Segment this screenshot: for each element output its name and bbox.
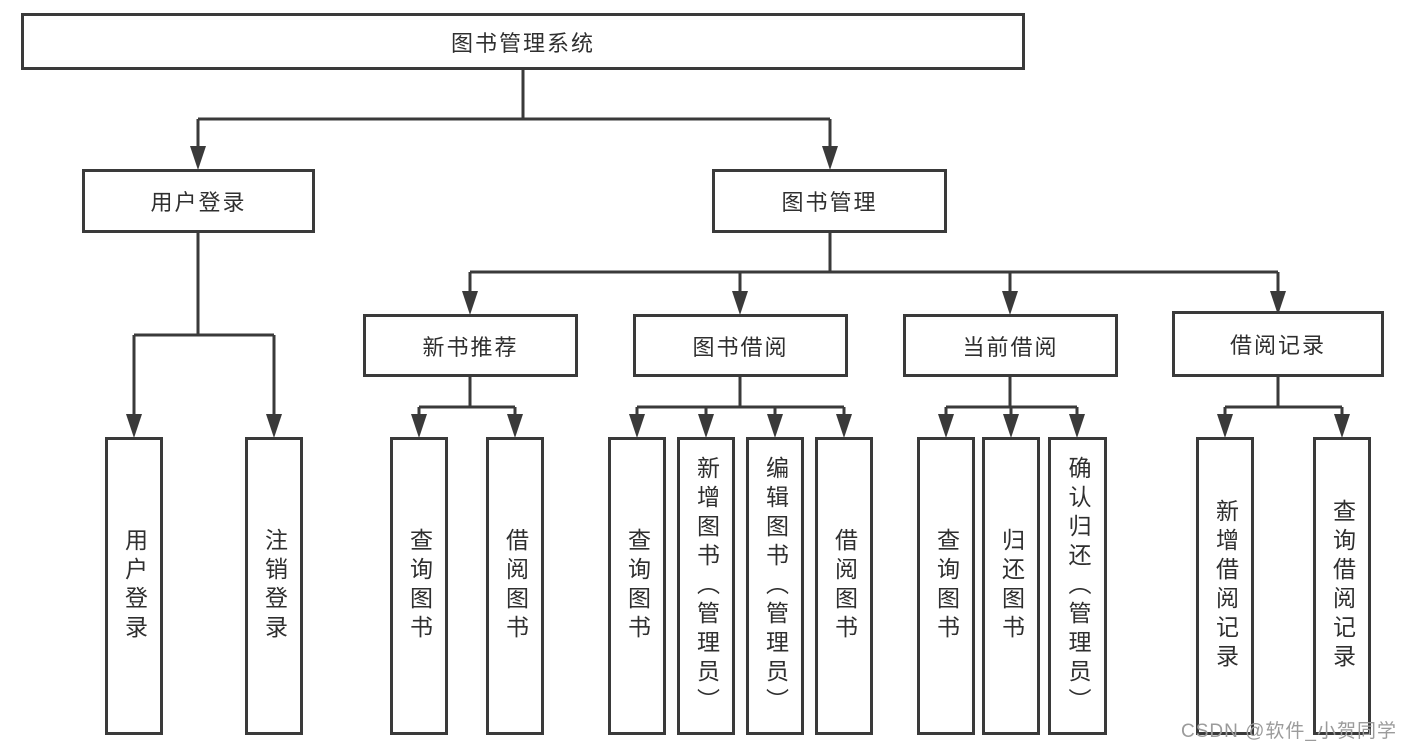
leaf-query-borrow-record-label: 查询借阅记录 <box>1329 499 1356 673</box>
leaf-logout-label: 注销登录 <box>261 528 288 644</box>
leaf-borrow-book-1: 借阅图书 <box>486 437 544 735</box>
leaf-query-book-1-label: 查询图书 <box>406 528 433 644</box>
leaf-user-login-label: 用户登录 <box>121 528 148 644</box>
node-user-login-label: 用户登录 <box>150 190 247 215</box>
leaf-query-borrow-record: 查询借阅记录 <box>1313 437 1371 735</box>
leaf-return-book: 归还图书 <box>982 437 1040 735</box>
leaf-edit-book: 编辑图书（管理员） <box>746 437 804 735</box>
leaf-confirm-return-label: 确认归还（管理员） <box>1065 455 1091 717</box>
node-new-book-recommend-label: 新书推荐 <box>422 334 519 360</box>
leaf-borrow-book-2: 借阅图书 <box>815 437 873 735</box>
leaf-query-book-1: 查询图书 <box>390 437 448 735</box>
node-root: 图书管理系统 <box>21 13 1025 70</box>
csdn-watermark: CSDN @软件_小贺同学 <box>1181 721 1397 742</box>
leaf-query-book-2: 查询图书 <box>608 437 666 735</box>
node-book-borrow-label: 图书借阅 <box>692 334 789 360</box>
leaf-borrow-book-2-label: 借阅图书 <box>831 528 858 644</box>
node-borrow-record: 借阅记录 <box>1172 311 1384 377</box>
leaf-query-book-2-label: 查询图书 <box>624 528 651 644</box>
leaf-add-borrow-record: 新增借阅记录 <box>1196 437 1254 735</box>
node-root-label: 图书管理系统 <box>450 30 595 56</box>
node-user-login: 用户登录 <box>82 169 315 233</box>
node-current-borrow: 当前借阅 <box>903 314 1118 377</box>
leaf-edit-book-label: 编辑图书（管理员） <box>762 455 789 717</box>
leaf-add-borrow-record-label: 新增借阅记录 <box>1212 499 1239 673</box>
node-book-borrow: 图书借阅 <box>633 314 848 377</box>
node-book-management-label: 图书管理 <box>781 190 878 215</box>
node-borrow-record-label: 借阅记录 <box>1229 333 1326 358</box>
leaf-logout: 注销登录 <box>245 437 303 735</box>
leaf-add-book-label: 新增图书（管理员） <box>693 455 720 717</box>
leaf-user-login: 用户登录 <box>105 437 163 735</box>
leaf-add-book: 新增图书（管理员） <box>677 437 735 735</box>
node-new-book-recommend: 新书推荐 <box>363 314 578 377</box>
node-book-management: 图书管理 <box>712 169 947 233</box>
leaf-return-book-label: 归还图书 <box>998 528 1025 644</box>
leaf-query-book-3: 查询图书 <box>917 437 975 735</box>
leaf-query-book-3-label: 查询图书 <box>933 528 960 644</box>
leaf-confirm-return: 确认归还（管理员） <box>1048 437 1107 735</box>
node-current-borrow-label: 当前借阅 <box>962 334 1059 360</box>
leaf-borrow-book-1-label: 借阅图书 <box>502 528 529 644</box>
